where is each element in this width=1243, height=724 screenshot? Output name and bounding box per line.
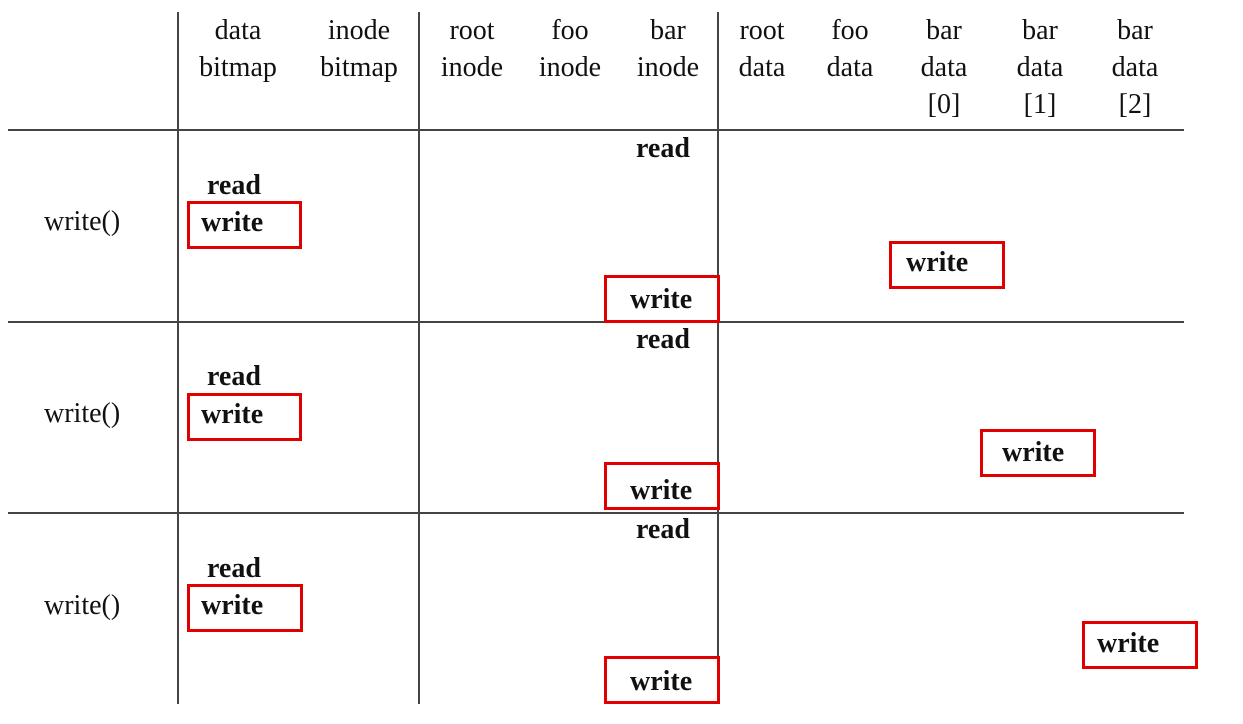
row-2-data-bitmap-write-highlight [187, 393, 302, 441]
header-bar-data-1-line-2: data [1016, 52, 1064, 83]
row-2-data-bitmap-write: write [201, 399, 264, 430]
header-inode-bitmap-line-1: inode [327, 15, 391, 46]
header-bar-data-1-line-3: [1] [1023, 89, 1057, 120]
header-bar-inode-line-2: inode [636, 52, 700, 83]
column-divider-inodes [717, 12, 719, 704]
header-bar-inode-line-1: bar [650, 15, 686, 46]
header-data-bitmap-line-2: bitmap [199, 52, 277, 83]
row-3-bar-data-2-write-highlight [1082, 621, 1198, 669]
header-bar-data-1-line-1: bar [1022, 15, 1058, 46]
row-3-label: write() [44, 590, 121, 621]
header-root-data-line-1: root [739, 15, 785, 46]
row-1-data-bitmap-write: write [201, 207, 264, 238]
row-3-data-bitmap-write: write [201, 590, 264, 621]
header-root-inode: root inode [424, 12, 520, 86]
header-bar-data-2: bar data [2] [1095, 12, 1175, 123]
row-2-bar-data-1-write: write [1002, 437, 1065, 468]
header-bar-data-1: bar data [1] [1000, 12, 1080, 123]
row-1-bar-inode-read: read [636, 133, 690, 164]
row-divider-1 [8, 321, 1184, 323]
header-foo-inode: foo inode [522, 12, 618, 86]
row-3-bar-inode-write-highlight [604, 656, 720, 704]
row-1-data-bitmap-read: read [207, 170, 261, 201]
header-bar-data-2-line-2: data [1111, 52, 1159, 83]
row-3-bar-data-2-write: write [1097, 628, 1160, 659]
header-bar-inode: bar inode [620, 12, 716, 86]
row-2-bar-data-1-write-highlight [980, 429, 1096, 477]
row-2-bar-inode-write: write [630, 475, 693, 506]
header-bar-data-0-line-3: [0] [927, 89, 961, 120]
header-foo-data-line-2: data [826, 52, 874, 83]
header-foo-data: foo data [810, 12, 890, 86]
row-2-data-bitmap-read: read [207, 361, 261, 392]
row-1-data-bitmap-write-highlight [187, 201, 302, 249]
header-foo-inode-line-1: foo [551, 15, 589, 46]
header-root-inode-line-1: root [449, 15, 495, 46]
column-divider-bitmaps [418, 12, 420, 704]
row-2-label: write() [44, 398, 121, 429]
row-1-bar-inode-write: write [630, 284, 693, 315]
header-inode-bitmap: inode bitmap [304, 12, 414, 86]
header-data-bitmap: data bitmap [184, 12, 292, 86]
row-2-bar-inode-write-highlight [604, 462, 720, 510]
column-divider-label [177, 12, 179, 704]
row-2-bar-inode-read: read [636, 324, 690, 355]
header-bar-data-2-line-3: [2] [1118, 89, 1152, 120]
row-1-bar-data-0-write: write [906, 247, 969, 278]
row-3-data-bitmap-read: read [207, 553, 261, 584]
row-3-bar-inode-read: read [636, 514, 690, 545]
header-root-data: root data [722, 12, 802, 86]
header-root-inode-line-2: inode [440, 52, 504, 83]
header-inode-bitmap-line-2: bitmap [320, 52, 398, 83]
row-3-bar-inode-write: write [630, 666, 693, 697]
row-1-label: write() [44, 206, 121, 237]
header-bar-data-2-line-1: bar [1117, 15, 1153, 46]
header-data-bitmap-line-1: data [214, 15, 262, 46]
header-foo-inode-line-2: inode [538, 52, 602, 83]
header-bar-data-0-line-1: bar [926, 15, 962, 46]
row-divider-2 [8, 512, 1184, 514]
row-1-bar-data-0-write-highlight [889, 241, 1005, 289]
header-root-data-line-2: data [738, 52, 786, 83]
header-foo-data-line-1: foo [831, 15, 869, 46]
header-bar-data-0: bar data [0] [904, 12, 984, 123]
row-1-bar-inode-write-highlight [604, 275, 720, 323]
header-bar-data-0-line-2: data [920, 52, 968, 83]
row-3-data-bitmap-write-highlight [187, 584, 303, 632]
header-rule [8, 129, 1184, 131]
